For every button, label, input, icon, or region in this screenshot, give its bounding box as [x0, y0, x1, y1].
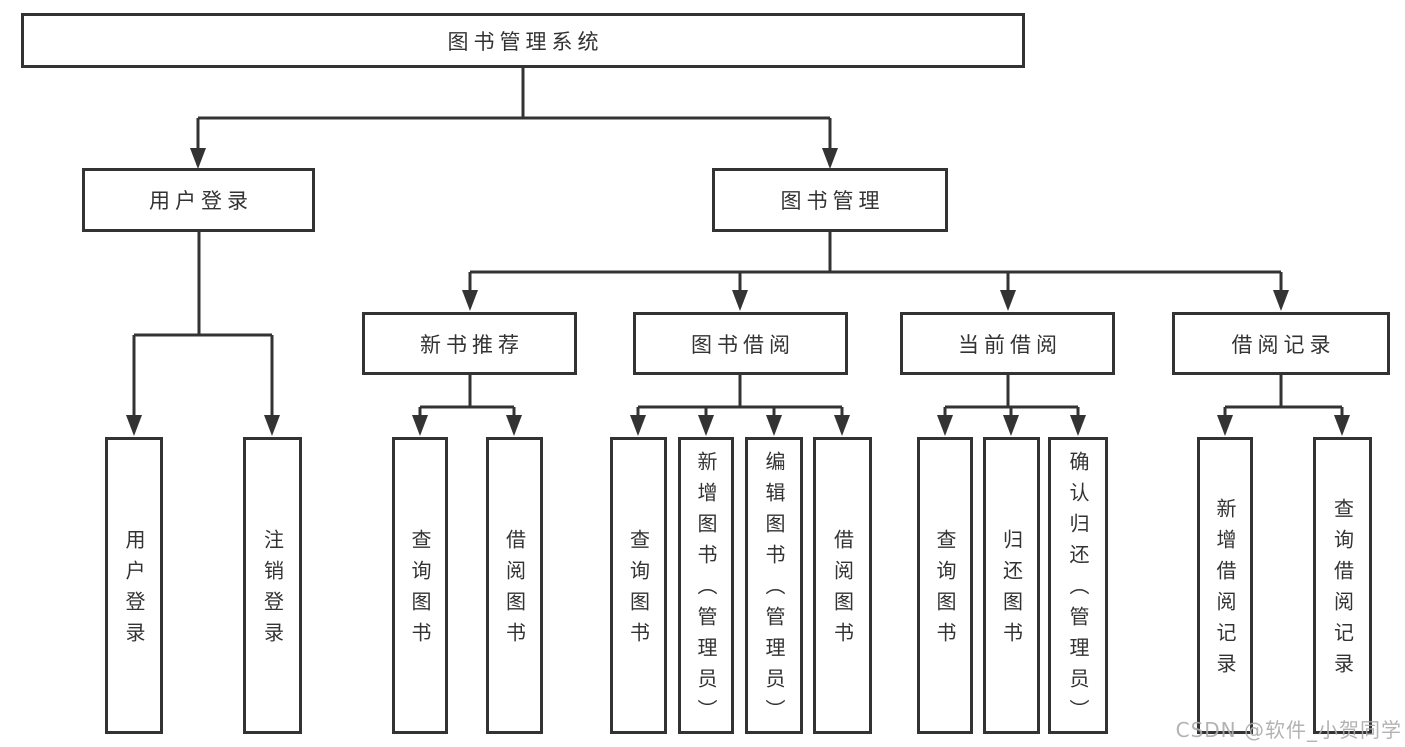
arrowhead [1217, 415, 1233, 436]
node-label: 图书管理系统 [447, 29, 604, 54]
leaf-label: 新增借阅记录 [1213, 497, 1237, 684]
connector-user-login-children [126, 232, 280, 436]
arrowhead [1070, 415, 1086, 436]
leaf-label: 新增图书（管理员） [694, 451, 718, 730]
leaf-label: 确认归还（管理员） [1066, 451, 1090, 730]
arrowhead [264, 415, 280, 436]
leaf-label: 查询图书 [626, 528, 651, 653]
node-label: 图书借阅 [691, 332, 795, 357]
connector-root-to-level2 [190, 68, 838, 169]
leaf-query-borrow-record: 查询借阅记录 [1313, 437, 1372, 734]
connector-book-management-children [462, 232, 1289, 311]
leaf-label: 借阅图书 [502, 528, 527, 653]
leaf-label: 借阅图书 [830, 528, 855, 653]
leaf-borrow-books-recommend: 借阅图书 [486, 437, 543, 734]
node-current-borrow: 当前借阅 [900, 312, 1115, 375]
leaf-label: 用户登录 [122, 528, 146, 653]
leaf-query-books-borrow: 查询图书 [610, 437, 667, 734]
arrowhead [1003, 415, 1019, 436]
arrowhead [732, 290, 748, 311]
leaf-label: 编辑图书（管理员） [762, 451, 786, 730]
leaf-label: 归还图书 [999, 528, 1024, 653]
leaf-add-borrow-record: 新增借阅记录 [1197, 437, 1253, 734]
node-book-management: 图书管理 [712, 168, 948, 232]
node-label: 借阅记录 [1231, 332, 1336, 357]
arrowhead [766, 415, 782, 436]
node-label: 当前借阅 [958, 332, 1062, 357]
arrowhead [630, 415, 646, 436]
leaf-confirm-return-admin: 确认归还（管理员） [1048, 437, 1108, 734]
connector-book-borrow-children [630, 375, 850, 436]
leaf-borrow-books: 借阅图书 [813, 437, 872, 734]
leaf-label: 查询图书 [933, 528, 957, 653]
arrowhead [412, 415, 428, 436]
arrowhead [698, 415, 714, 436]
connector-borrow-record-children [1217, 375, 1350, 436]
arrowhead [1273, 290, 1289, 311]
leaf-label: 查询图书 [408, 528, 432, 653]
arrowhead [937, 415, 953, 436]
connector-new-book-children [412, 375, 522, 436]
connector-current-borrow-children [937, 375, 1086, 436]
node-borrow-records: 借阅记录 [1172, 312, 1390, 375]
arrowhead [126, 415, 142, 436]
node-new-book-recommend: 新书推荐 [362, 312, 577, 375]
arrowhead [834, 415, 850, 436]
node-book-borrow: 图书借阅 [633, 312, 848, 375]
arrowhead [1334, 415, 1350, 436]
leaf-query-books-current: 查询图书 [917, 437, 973, 734]
leaf-edit-books-admin: 编辑图书（管理员） [745, 437, 803, 734]
node-label: 图书管理 [780, 189, 885, 213]
leaf-logout: 注销登录 [243, 437, 302, 734]
leaf-label: 注销登录 [260, 528, 285, 653]
node-label: 新书推荐 [420, 332, 524, 357]
csdn-watermark: CSDN @软件_小贺同学 [1175, 718, 1402, 742]
arrowhead [822, 148, 838, 169]
node-root-library-system: 图书管理系统 [21, 13, 1025, 68]
leaf-label: 查询借阅记录 [1330, 497, 1355, 684]
arrowhead [506, 415, 522, 436]
arrowhead [462, 290, 478, 311]
arrowhead [190, 148, 206, 169]
arrowhead [1000, 290, 1016, 311]
node-label: 用户登录 [149, 189, 253, 213]
leaf-add-books-admin: 新增图书（管理员） [678, 437, 734, 734]
node-user-login: 用户登录 [82, 168, 315, 232]
leaf-query-books-recommend: 查询图书 [392, 437, 448, 734]
leaf-return-books: 归还图书 [983, 437, 1040, 734]
leaf-user-login: 用户登录 [105, 437, 163, 734]
